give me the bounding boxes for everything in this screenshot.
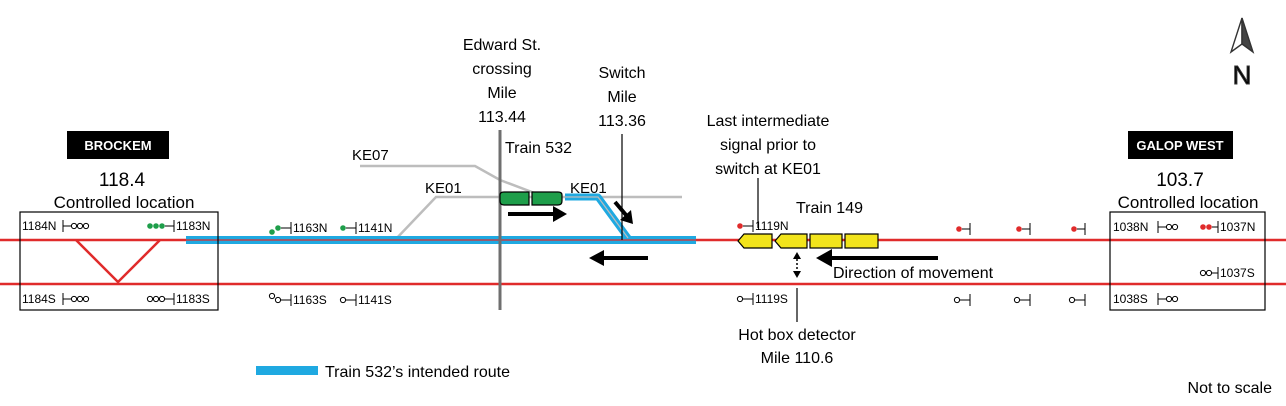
switch-callout: Switch Mile 113.36: [598, 65, 646, 130]
direction-label: Direction of movement: [833, 265, 994, 282]
signal-east-5-icon: [1013, 294, 1031, 306]
galop-mile: 103.7: [1156, 170, 1204, 191]
edward-st-callout: Edward St. crossing Mile 113.44: [463, 37, 541, 126]
north-arrow-icon: [1229, 17, 1255, 54]
signal-1183s-label: 1183S: [176, 292, 210, 306]
signal-1037n-label: 1037N: [1220, 220, 1255, 234]
arrow-direction-icon: [816, 249, 938, 267]
last-signal-line-1: Last intermediate: [707, 113, 830, 130]
signal-1037s-label: 1037S: [1220, 266, 1255, 280]
signal-1183n-label: 1183N: [176, 219, 210, 233]
signal-east-3-icon: [1071, 223, 1086, 235]
arrow-east-icon: [508, 206, 567, 222]
signal-1119n-label: 1119N: [755, 219, 789, 233]
signal-1184n-label: 1184N: [22, 219, 56, 233]
galop-title-bg: [1128, 131, 1233, 159]
galop-title: GALOP WEST: [1136, 138, 1223, 153]
legend-route-swatch: [256, 366, 318, 375]
signal-1163s-label: 1163S: [293, 293, 327, 307]
brockem-title: BROCKEM: [84, 138, 151, 153]
signal-1184s-icon: [62, 293, 90, 305]
signal-1038n-label: 1038N: [1113, 220, 1148, 234]
siding-ke01-label-left: KE01: [425, 180, 462, 197]
train-149-car-2: [774, 233, 808, 249]
last-signal-line-3: switch at KE01: [715, 161, 821, 178]
signal-1163s-icon: [268, 292, 292, 306]
train-149-car-1: [737, 233, 773, 249]
train-532-car-1: [499, 191, 530, 206]
hot-box-line-2: Mile 110.6: [761, 350, 834, 367]
train-149-label: Train 149: [796, 200, 863, 217]
arrow-switch-icon: [613, 200, 633, 224]
north-label: N: [1233, 60, 1252, 90]
arrow-west-icon: [589, 250, 648, 266]
signal-east-6-icon: [1068, 294, 1086, 306]
edward-line-4: 113.44: [478, 109, 526, 126]
signal-1119s-label: 1119S: [755, 292, 788, 306]
signal-1141s-label: 1141S: [358, 293, 392, 307]
switch-line-2: Mile: [607, 89, 636, 106]
route-switch-centerline: [565, 196, 629, 239]
hot-box-double-arrow-icon: [793, 252, 801, 278]
signal-1184s-label: 1184S: [22, 292, 56, 306]
train-532: [499, 191, 563, 206]
edward-line-2: crossing: [472, 61, 532, 78]
signal-east-2-icon: [1016, 223, 1031, 235]
signal-1038n-icon: [1157, 221, 1179, 233]
scale-note: Not to scale: [1188, 380, 1273, 397]
signal-1119s-icon: [736, 293, 754, 305]
last-signal-callout: Last intermediate signal prior to switch…: [707, 113, 830, 178]
legend-route-label: Train 532’s intended route: [325, 364, 510, 381]
signal-1141n-label: 1141N: [358, 221, 392, 235]
hot-box-callout: Hot box detector Mile 110.6: [738, 327, 856, 367]
edward-line-3: Mile: [487, 85, 516, 102]
brockem-box: [19, 211, 219, 311]
hot-box-line-1: Hot box detector: [738, 327, 856, 344]
signal-1141n-icon: [340, 222, 357, 234]
signal-1037n-icon: [1200, 221, 1219, 233]
signal-1038s-label: 1038S: [1113, 292, 1148, 306]
train-149-car-3: [809, 233, 843, 249]
galop-caption: Controlled location: [1118, 193, 1259, 212]
siding-ke07: [360, 164, 546, 199]
signal-1141s-icon: [339, 294, 357, 306]
signal-1038s-icon: [1157, 293, 1179, 305]
signal-1184n-icon: [62, 220, 90, 232]
signal-1119n-icon: [737, 220, 754, 232]
train-149-car-4: [844, 233, 879, 249]
siding-ke07-label: KE07: [352, 147, 389, 164]
signal-east-1-icon: [956, 223, 971, 235]
last-signal-line-2: signal prior to: [720, 137, 816, 154]
brockem-title-bg: [67, 131, 169, 159]
switch-line-3: 113.36: [598, 113, 646, 130]
signal-1163n-icon: [269, 222, 292, 235]
signal-1183s-icon: [146, 293, 175, 305]
train-532-label: Train 532: [505, 140, 572, 157]
edward-line-1: Edward St.: [463, 37, 541, 54]
brockem-crossover: [75, 239, 161, 284]
galop-box: [1109, 211, 1266, 311]
train-532-car-2: [531, 191, 563, 206]
switch-line-1: Switch: [598, 65, 645, 82]
brockem-mile: 118.4: [99, 170, 146, 191]
signal-1163n-label: 1163N: [293, 221, 327, 235]
signal-1037s-icon: [1199, 267, 1219, 279]
train-149: [737, 233, 879, 249]
brockem-caption: Controlled location: [54, 193, 195, 212]
signal-1183n-icon: [147, 220, 175, 232]
signal-east-4-icon: [953, 294, 971, 306]
siding-ke01-label-right: KE01: [570, 180, 607, 197]
